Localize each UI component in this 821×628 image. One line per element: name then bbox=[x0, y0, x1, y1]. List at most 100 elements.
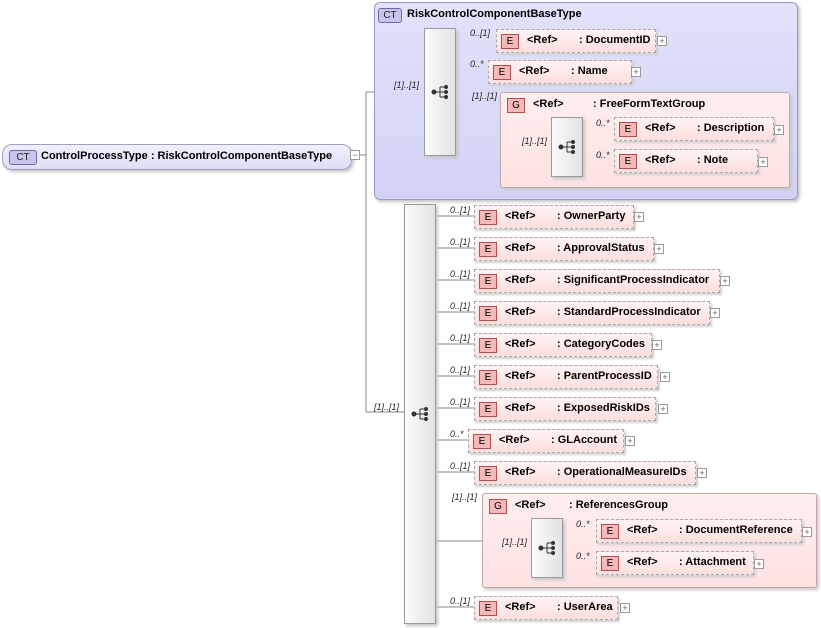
ref-label: <Ref> bbox=[527, 34, 558, 46]
ref-label: <Ref> bbox=[627, 524, 658, 536]
element-documentid[interactable]: E <Ref> : DocumentID bbox=[496, 29, 656, 53]
expand-icon[interactable]: + bbox=[654, 244, 664, 254]
element-userarea[interactable]: E <Ref> : UserArea bbox=[474, 596, 618, 620]
expand-icon[interactable]: + bbox=[710, 308, 720, 318]
cardinality-label: 0..[1] bbox=[450, 333, 471, 343]
sequence-icon bbox=[558, 140, 575, 154]
element-glaccount[interactable]: E <Ref> : GLAccount bbox=[468, 429, 624, 453]
ref-label: <Ref> bbox=[505, 370, 536, 382]
expand-icon[interactable]: + bbox=[625, 436, 635, 446]
expand-icon[interactable]: + bbox=[802, 527, 812, 537]
element-significantprocessindicator[interactable]: E <Ref> : SignificantProcessIndicator bbox=[474, 269, 720, 293]
cardinality-label: 0..[1] bbox=[450, 596, 471, 606]
cardinality-label: [1]..[1] bbox=[374, 402, 400, 412]
root-complex-type[interactable]: CT ControlProcessType : RiskControlCompo… bbox=[2, 144, 352, 170]
sequence-compositor[interactable] bbox=[531, 518, 563, 578]
ref-label: <Ref> bbox=[505, 601, 536, 613]
cardinality-label: 0..* bbox=[576, 551, 590, 561]
expand-icon[interactable]: + bbox=[657, 36, 667, 46]
expand-icon[interactable]: + bbox=[758, 157, 768, 167]
expand-icon[interactable]: + bbox=[634, 212, 644, 222]
expand-icon[interactable]: + bbox=[658, 404, 668, 414]
cardinality-label: [1]..[1] bbox=[502, 537, 528, 547]
element-attachment[interactable]: E <Ref> : Attachment bbox=[596, 551, 754, 575]
element-name: : Note bbox=[697, 154, 729, 166]
expand-icon[interactable]: + bbox=[720, 276, 730, 286]
expand-icon[interactable]: + bbox=[774, 125, 784, 135]
cardinality-label: [1]..[1] bbox=[472, 91, 498, 101]
element-badge: E bbox=[493, 65, 511, 80]
element-operationalmeasureids[interactable]: E <Ref> : OperationalMeasureIDs bbox=[474, 461, 696, 485]
element-standardprocessindicator[interactable]: E <Ref> : StandardProcessIndicator bbox=[474, 301, 710, 325]
element-badge: E bbox=[619, 122, 637, 137]
cardinality-label: 0..[1] bbox=[450, 301, 471, 311]
ref-label: <Ref> bbox=[505, 306, 536, 318]
cardinality-label: 0..[1] bbox=[470, 28, 491, 38]
element-badge: E bbox=[473, 434, 491, 449]
ref-label: <Ref> bbox=[519, 65, 550, 77]
base-type-title: RiskControlComponentBaseType bbox=[407, 8, 582, 20]
expand-icon[interactable]: + bbox=[660, 372, 670, 382]
ref-label: <Ref> bbox=[645, 122, 676, 134]
element-name: : GLAccount bbox=[551, 434, 617, 446]
element-badge: E bbox=[619, 154, 637, 169]
ref-label: <Ref> bbox=[505, 210, 536, 222]
ref-label: <Ref> bbox=[499, 434, 530, 446]
element-name: : OwnerParty bbox=[557, 210, 626, 222]
ref-label: <Ref> bbox=[505, 242, 536, 254]
ref-label: <Ref> bbox=[505, 274, 536, 286]
sequence-compositor[interactable] bbox=[551, 117, 583, 177]
ref-label: <Ref> bbox=[645, 154, 676, 166]
element-documentreference[interactable]: E <Ref> : DocumentReference bbox=[596, 519, 802, 543]
element-ownerparty[interactable]: E <Ref> : OwnerParty bbox=[474, 205, 634, 229]
element-name[interactable]: E <Ref> : Name bbox=[488, 60, 632, 84]
cardinality-label: 0..* bbox=[470, 59, 484, 69]
element-categorycodes[interactable]: E <Ref> : CategoryCodes bbox=[474, 333, 652, 357]
sequence-icon bbox=[411, 407, 428, 421]
element-name: : DocumentReference bbox=[679, 524, 793, 536]
cardinality-label: 0..[1] bbox=[450, 397, 471, 407]
complex-type-badge: CT bbox=[9, 150, 37, 165]
group-badge: G bbox=[489, 499, 507, 514]
element-description[interactable]: E <Ref> : Description bbox=[614, 117, 774, 141]
complex-type-badge: CT bbox=[378, 8, 402, 23]
cardinality-label: [1]..[1] bbox=[394, 80, 420, 90]
element-approvalstatus[interactable]: E <Ref> : ApprovalStatus bbox=[474, 237, 654, 261]
element-name: : SignificantProcessIndicator bbox=[557, 274, 710, 286]
element-badge: E bbox=[479, 242, 497, 257]
group-name: : FreeFormTextGroup bbox=[593, 98, 706, 110]
cardinality-label: 0..* bbox=[576, 519, 590, 529]
element-badge: E bbox=[479, 466, 497, 481]
element-parentprocessid[interactable]: E <Ref> : ParentProcessID bbox=[474, 365, 658, 389]
ref-label: <Ref> bbox=[505, 466, 536, 478]
element-name: : ExposedRiskIDs bbox=[557, 402, 650, 414]
element-note[interactable]: E <Ref> : Note bbox=[614, 149, 758, 173]
element-name: : StandardProcessIndicator bbox=[557, 306, 701, 318]
element-exposedriskids[interactable]: E <Ref> : ExposedRiskIDs bbox=[474, 397, 656, 421]
cardinality-label: 0..[1] bbox=[450, 269, 471, 279]
element-name: : ParentProcessID bbox=[557, 370, 652, 382]
element-badge: E bbox=[479, 210, 497, 225]
ref-label: <Ref> bbox=[533, 98, 564, 110]
element-name: : Name bbox=[571, 65, 608, 77]
cardinality-label: 0..* bbox=[596, 118, 610, 128]
sequence-compositor[interactable] bbox=[404, 204, 436, 624]
element-name: : Attachment bbox=[679, 556, 746, 568]
ref-label: <Ref> bbox=[505, 338, 536, 350]
element-badge: E bbox=[479, 306, 497, 321]
cardinality-label: 0..[1] bbox=[450, 237, 471, 247]
cardinality-label: 0..[1] bbox=[450, 461, 471, 471]
element-badge: E bbox=[479, 370, 497, 385]
expand-icon[interactable]: + bbox=[697, 468, 707, 478]
collapse-icon[interactable]: − bbox=[350, 150, 360, 160]
expand-icon[interactable]: + bbox=[631, 67, 641, 77]
expand-icon[interactable]: + bbox=[652, 340, 662, 350]
expand-icon[interactable]: + bbox=[620, 603, 630, 613]
sequence-icon bbox=[431, 85, 448, 99]
group-badge: G bbox=[507, 98, 525, 113]
sequence-compositor[interactable] bbox=[424, 28, 456, 156]
cardinality-label: 0..* bbox=[596, 150, 610, 160]
cardinality-label: [1]..[1] bbox=[452, 492, 478, 502]
expand-icon[interactable]: + bbox=[754, 559, 764, 569]
